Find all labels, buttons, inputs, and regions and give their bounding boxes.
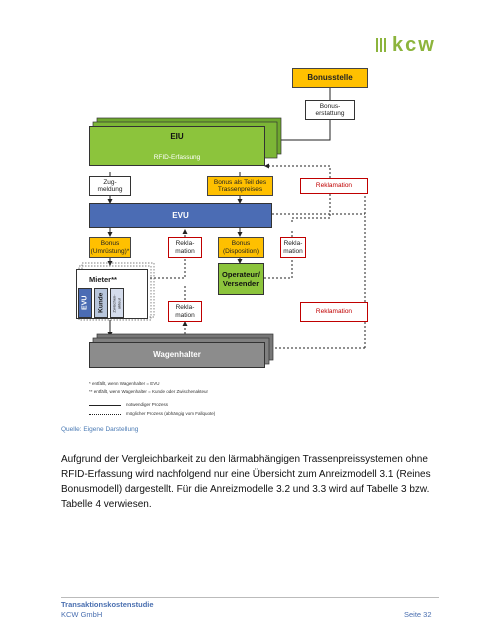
connector-line (150, 258, 186, 279)
operateur-box: Operateur/ Versender (218, 263, 264, 295)
footer-divider (61, 597, 439, 598)
legend-solid-label: notwendiger Prozess (126, 402, 169, 407)
bonus-trassenpreis-box: Bonus als Teil des Trassenpreises (207, 176, 273, 196)
evu-box: EVU (89, 203, 272, 228)
mieter-evu-box: EVU (78, 288, 92, 318)
connector-line (291, 178, 331, 222)
connector-line (264, 163, 331, 178)
rfid-box: RFID-Erfassung (89, 150, 265, 166)
connector-line (264, 258, 293, 279)
footnote-2: ** entfällt, wenn Wagenhalter = Kunde od… (89, 389, 209, 394)
bonusstelle-box: Bonusstelle (292, 68, 368, 88)
page-number: Seite 32 (404, 610, 432, 619)
zugmeldung-box: Zug- meldung (89, 176, 131, 196)
footer-company: KCW GmbH (61, 610, 103, 619)
source-caption: Quelle: Eigene Darstellung (61, 426, 139, 433)
legend-dotted-line (89, 414, 121, 415)
legend-solid-line (89, 405, 121, 406)
body-paragraph: Aufgrund der Vergleichbarkeit zu den lär… (61, 454, 431, 510)
logo-bars-icon (376, 34, 388, 57)
wagenhalter-box: Wagenhalter (89, 342, 265, 368)
bonus-erstattung-box: Bonus- erstattung (305, 100, 355, 120)
connector-line (271, 120, 331, 143)
legend-dotted-label: möglicher Prozess (abhängig vom Fallquot… (126, 411, 216, 416)
logo-text: kcw (392, 34, 436, 56)
bonus-disposition-box: Bonus (Disposition) (218, 237, 264, 258)
reklamation-box-1: Rekla- mation (168, 237, 202, 258)
kcw-logo: kcw (376, 34, 436, 57)
footnote-1: * entfällt, wenn Wagenhalter = EVU (89, 381, 160, 386)
reklamation-bottom-box: Reklamation (300, 302, 368, 322)
reklamation-top-box: Reklamation (300, 178, 368, 194)
footer-title: Transaktionskostenstudie (61, 600, 154, 609)
mieter-kunde-box: Kunde (94, 288, 108, 318)
reklamation-box-3: Rekla- mation (168, 301, 202, 322)
reklamation-box-2: Rekla- mation (280, 237, 306, 258)
bonus-umruestung-box: Bonus (Umrüstung)* (89, 237, 131, 258)
mieter-zwischenakteur-box: Zwischen- akteur (110, 288, 124, 318)
